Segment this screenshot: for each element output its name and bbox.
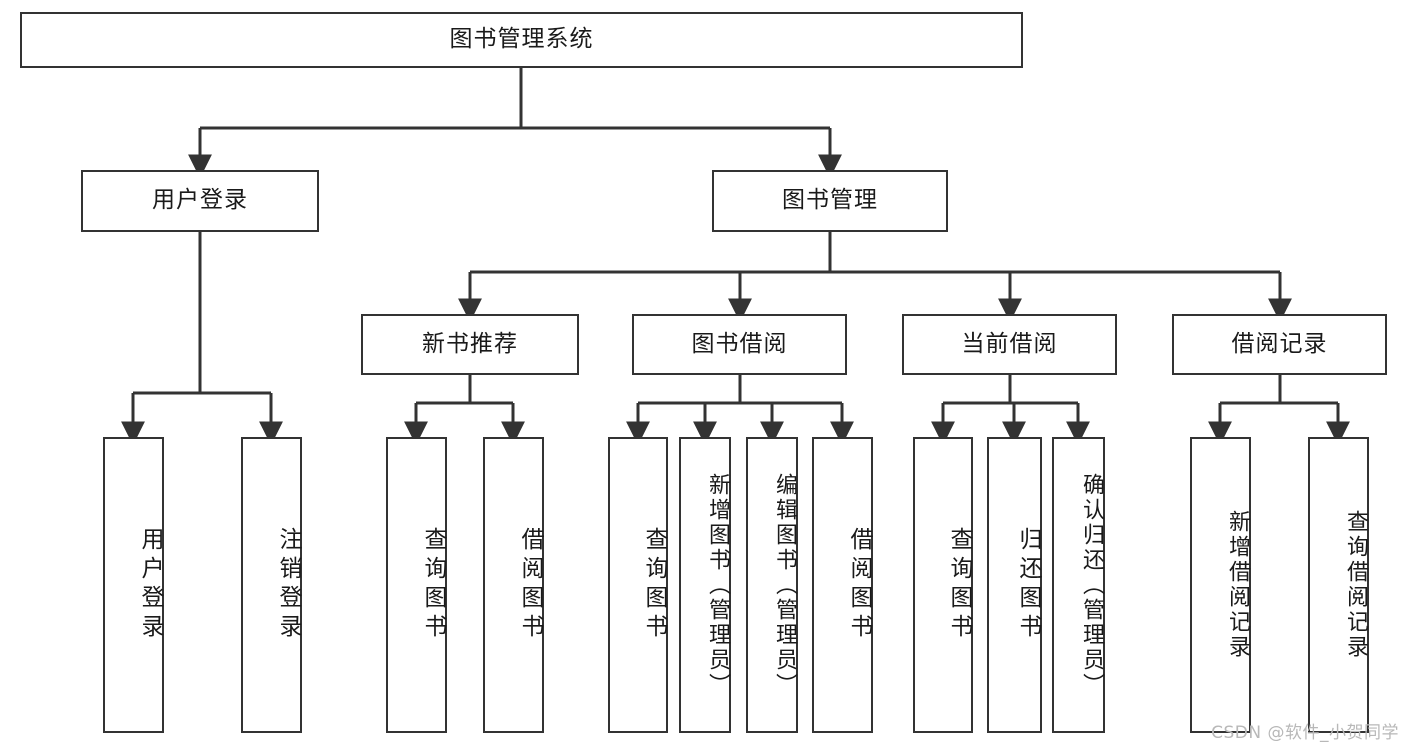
leaf-add-borrow-record-label: 新增借阅记录 bbox=[1225, 510, 1250, 660]
leaf-query-books-borrow[interactable]: 查询图书 bbox=[608, 437, 668, 733]
leaf-return-books-label: 归还图书 bbox=[1015, 527, 1041, 643]
leaf-query-borrow-record-label: 查询借阅记录 bbox=[1343, 510, 1368, 660]
node-borrow-records[interactable]: 借阅记录 bbox=[1172, 314, 1387, 375]
leaf-query-books-borrow-label: 查询图书 bbox=[641, 527, 667, 643]
node-current-borrow[interactable]: 当前借阅 bbox=[902, 314, 1117, 375]
leaf-return-books[interactable]: 归还图书 bbox=[987, 437, 1042, 733]
leaf-add-borrow-record[interactable]: 新增借阅记录 bbox=[1190, 437, 1251, 733]
node-book-borrow-label: 图书借阅 bbox=[691, 330, 788, 357]
leaf-logout-label: 注销登录 bbox=[275, 527, 301, 643]
leaf-borrow-books-recommend-label: 借阅图书 bbox=[517, 527, 543, 643]
leaf-query-books-current-label: 查询图书 bbox=[946, 527, 972, 643]
node-borrow-records-label: 借阅记录 bbox=[1231, 330, 1328, 357]
node-root[interactable]: 图书管理系统 bbox=[20, 12, 1023, 68]
leaf-borrow-books-label: 借阅图书 bbox=[846, 527, 872, 643]
leaf-borrow-books[interactable]: 借阅图书 bbox=[812, 437, 873, 733]
leaf-confirm-return-admin[interactable]: 确认归还（管理员） bbox=[1052, 437, 1105, 733]
leaf-confirm-return-admin-label: 确认归还（管理员） bbox=[1079, 472, 1104, 698]
leaf-add-book-admin[interactable]: 新增图书（管理员） bbox=[679, 437, 731, 733]
leaf-query-books-recommend-label: 查询图书 bbox=[420, 527, 446, 643]
node-current-borrow-label: 当前借阅 bbox=[961, 330, 1058, 357]
leaf-user-login[interactable]: 用户登录 bbox=[103, 437, 164, 733]
leaf-query-books-current[interactable]: 查询图书 bbox=[913, 437, 973, 733]
node-book-borrow[interactable]: 图书借阅 bbox=[632, 314, 847, 375]
node-new-book-recommendation-label: 新书推荐 bbox=[422, 330, 518, 357]
node-new-book-recommendation[interactable]: 新书推荐 bbox=[361, 314, 579, 375]
leaf-add-book-admin-label: 新增图书（管理员） bbox=[705, 472, 730, 698]
leaf-edit-book-admin[interactable]: 编辑图书（管理员） bbox=[746, 437, 798, 733]
leaf-borrow-books-recommend[interactable]: 借阅图书 bbox=[483, 437, 544, 733]
leaf-user-login-label: 用户登录 bbox=[137, 527, 163, 643]
leaf-query-books-recommend[interactable]: 查询图书 bbox=[386, 437, 447, 733]
leaf-edit-book-admin-label: 编辑图书（管理员） bbox=[772, 472, 797, 698]
node-root-label: 图书管理系统 bbox=[449, 26, 594, 53]
node-user-login[interactable]: 用户登录 bbox=[81, 170, 319, 232]
node-book-management[interactable]: 图书管理 bbox=[712, 170, 948, 232]
node-user-login-label: 用户登录 bbox=[152, 187, 248, 214]
watermark: CSDN @软件_小贺同学 bbox=[1211, 723, 1399, 743]
leaf-query-borrow-record[interactable]: 查询借阅记录 bbox=[1308, 437, 1369, 733]
leaf-logout[interactable]: 注销登录 bbox=[241, 437, 302, 733]
node-book-management-label: 图书管理 bbox=[782, 187, 878, 214]
